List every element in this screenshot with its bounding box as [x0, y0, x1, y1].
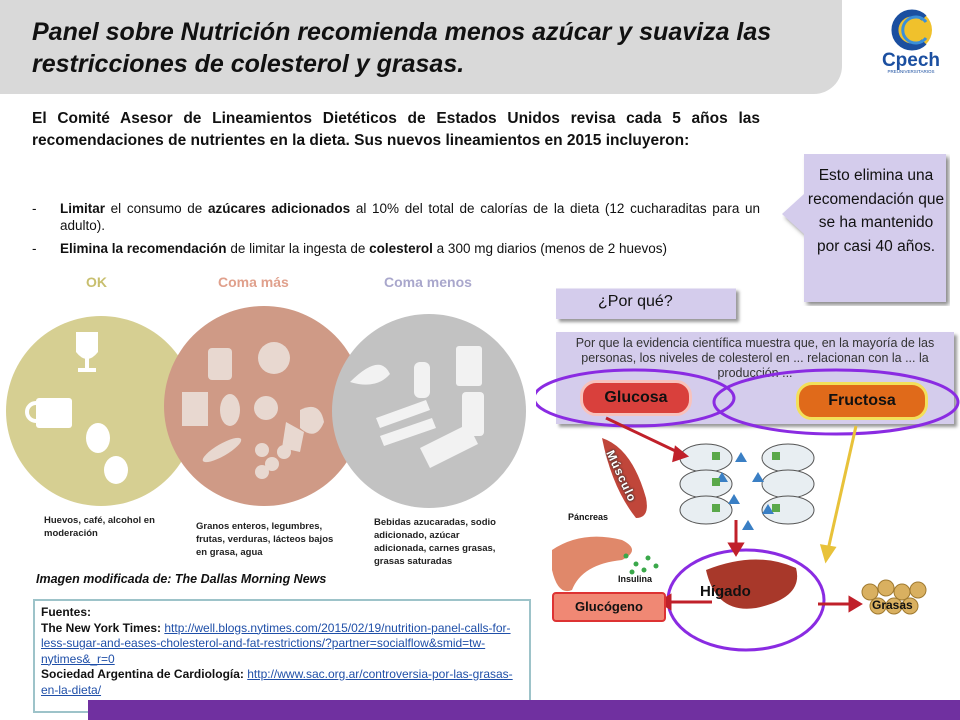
- callout-box: [782, 154, 946, 302]
- coffee-cup-icon: [25, 398, 72, 428]
- fat-cells-icon: [861, 579, 927, 615]
- yellow-arrow: [819, 425, 858, 564]
- bullet-text: al 10% del total de calorías de la dieta…: [60, 201, 760, 233]
- page-title: Panel sobre Nutrición recomienda menos a…: [32, 18, 772, 78]
- glucosa-ring: [536, 368, 736, 428]
- cpech-logo: Cpech PREUNIVERSITARIOS: [882, 9, 940, 74]
- glucosa-label: Glucosa: [580, 380, 692, 416]
- why-box: [556, 288, 736, 319]
- title-bar: [0, 0, 842, 94]
- grasas-label: Grasas: [872, 598, 913, 612]
- bullet-keyword: colesterol: [369, 241, 433, 256]
- pancreas-label: Páncreas: [568, 512, 609, 522]
- group-label-coma-mas: Coma más: [218, 274, 289, 290]
- higado-label: Hígado: [700, 583, 751, 600]
- bullet-lead: Limitar: [60, 201, 106, 216]
- bullet-lead: Elimina la recomendación: [60, 241, 227, 256]
- insulin-dots: [623, 553, 659, 575]
- bullet-text: de limitar la ingesta de: [226, 241, 370, 256]
- pancreas-icon: [552, 536, 632, 592]
- source-nyt-link[interactable]: http://well.blogs.nytimes.com/2015/02/19…: [41, 620, 511, 666]
- glucogeno-label: Glucógeno: [552, 592, 666, 622]
- food-icons: [25, 332, 484, 484]
- insulina-label: Insulina: [618, 574, 653, 584]
- callout-text: Esto elimina una recomendación que se ha…: [807, 167, 945, 255]
- logo-subtext: PREUNIVERSITARIOS: [888, 69, 935, 74]
- muscle-icon: [602, 438, 647, 518]
- source-sac-link[interactable]: http://www.sac.org.ar/controversia-por-l…: [41, 667, 513, 697]
- bullet-text: el consumo de: [105, 201, 208, 216]
- insulin-receptors: [712, 452, 780, 512]
- why-label: ¿Por qué?: [598, 293, 673, 310]
- fructosa-ring: [712, 368, 960, 436]
- group-label-coma-menos: Coma menos: [384, 274, 472, 290]
- source-nyt-label: The New York Times:: [41, 620, 165, 635]
- bullet-cholesterol: - Elimina la recomendación de limitar la…: [32, 240, 760, 257]
- image-credit: Imagen modificada de: The Dallas Morning…: [36, 572, 327, 586]
- fructosa-label: Fructosa: [796, 382, 928, 420]
- muscle-cells: [679, 443, 815, 525]
- bullet-keyword: azúcares adicionados: [207, 201, 351, 216]
- intro-paragraph: El Comité Asesor de Lineamientos Dietéti…: [32, 110, 760, 149]
- logo-text: Cpech: [882, 50, 940, 71]
- bullet-dash: -: [32, 201, 37, 216]
- bullet-dash: -: [32, 241, 37, 256]
- bottom-bar: [88, 700, 960, 720]
- circle-coma-menos: [332, 314, 526, 508]
- wine-glass-icon: [76, 332, 98, 372]
- fruit-vegetable-icons: [182, 342, 324, 479]
- egg-icon: [104, 456, 128, 484]
- egg-icon: [86, 423, 110, 453]
- liver-icon: [706, 559, 798, 609]
- unhealthy-food-icons: [350, 346, 484, 468]
- bullet-text: a 300 mg diarios (menos de 2 huevos): [432, 241, 668, 256]
- bullet-sugar: - Limitar el consumo de azúcares adicion…: [32, 200, 760, 234]
- caption-coma-mas: Granos enteros, legumbres, frutas, verdu…: [196, 521, 334, 558]
- evidence-text: Por que la evidencia científica muestra …: [575, 336, 935, 380]
- group-label-ok: OK: [86, 274, 107, 290]
- source-sac-label: Sociedad Argentina de Cardiología:: [41, 667, 248, 681]
- sources-heading: Fuentes:: [41, 605, 92, 619]
- caption-ok: Huevos, café, alcohol en moderación: [44, 515, 155, 539]
- sources-box: Fuentes: The New York Times: http://well…: [33, 599, 531, 713]
- caption-coma-menos: Bebidas azucaradas, sodio adicionado, az…: [374, 517, 496, 567]
